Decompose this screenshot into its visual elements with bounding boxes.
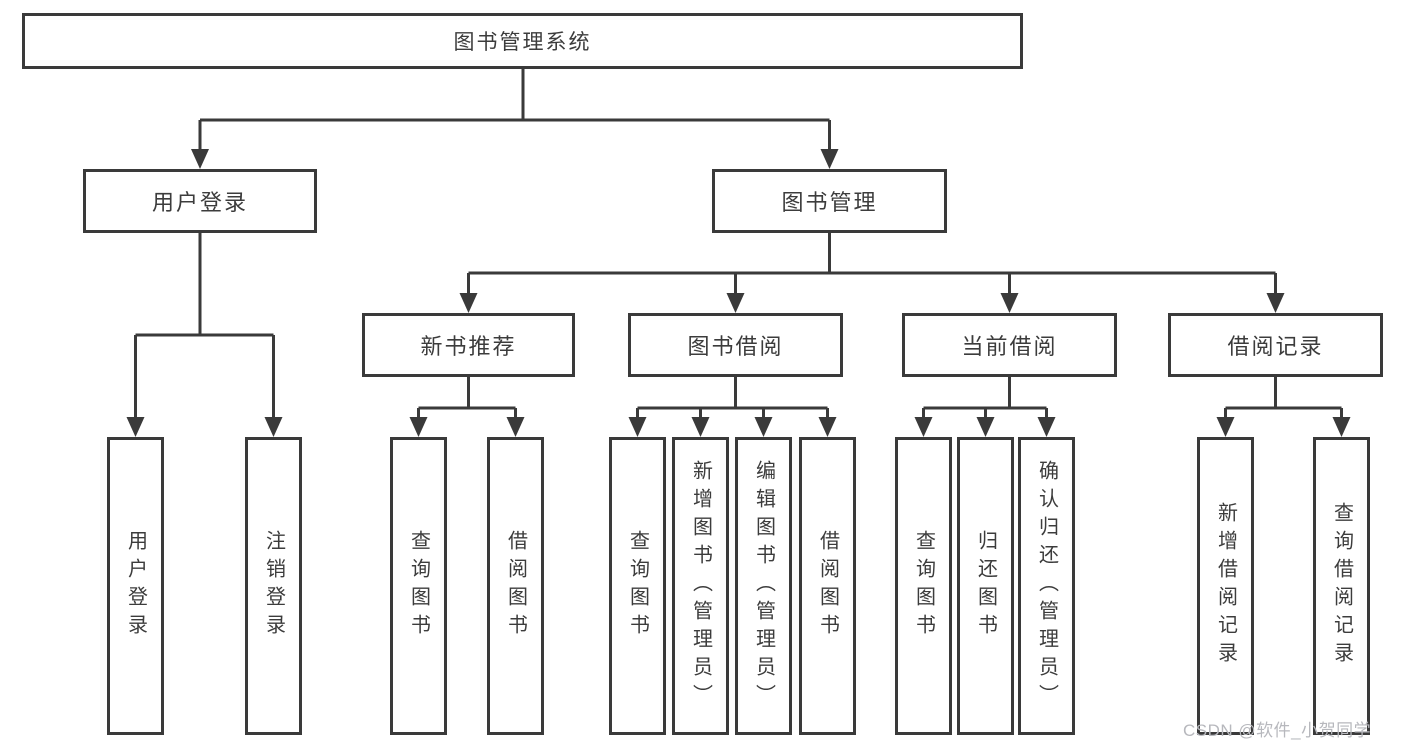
node-leaf-query-books-borrowing-label: 查询图书 [626, 530, 649, 642]
node-leaf-query-books-current-label: 查询图书 [912, 530, 935, 642]
node-leaf-query-books-borrowing: 查询图书 [609, 437, 666, 735]
node-leaf-return-books: 归还图书 [957, 437, 1014, 735]
node-borrowing-records-label: 借阅记录 [1227, 334, 1324, 359]
node-leaf-logout-label: 注销登录 [262, 530, 285, 642]
node-current-borrowing-label: 当前借阅 [961, 334, 1058, 359]
node-root: 图书管理系统 [22, 13, 1023, 69]
node-leaf-query-borrow-record: 查询借阅记录 [1313, 437, 1370, 735]
node-leaf-confirm-return-admin: 确认归还（管理员） [1018, 437, 1075, 735]
node-leaf-borrow-books-recommend: 借阅图书 [487, 437, 544, 735]
node-book-borrowing: 图书借阅 [628, 313, 843, 377]
node-leaf-add-books-admin-label: 新增图书（管理员） [689, 460, 712, 712]
node-leaf-logout: 注销登录 [245, 437, 302, 735]
node-borrowing-records: 借阅记录 [1168, 313, 1383, 377]
node-current-borrowing: 当前借阅 [902, 313, 1117, 377]
node-leaf-query-books-recommend: 查询图书 [390, 437, 447, 735]
node-leaf-add-books-admin: 新增图书（管理员） [672, 437, 729, 735]
node-user-login-branch: 用户登录 [83, 169, 317, 233]
node-user-login-branch-label: 用户登录 [151, 190, 248, 215]
csdn-watermark: CSDN @软件_小贺同学 [1183, 721, 1372, 740]
node-leaf-add-borrow-record-label: 新增借阅记录 [1214, 502, 1237, 670]
node-leaf-query-books-recommend-label: 查询图书 [407, 530, 430, 642]
node-new-book-recommend: 新书推荐 [362, 313, 575, 377]
node-leaf-return-books-label: 归还图书 [974, 530, 997, 642]
node-leaf-borrow-books: 借阅图书 [799, 437, 856, 735]
node-leaf-edit-books-admin-label: 编辑图书（管理员） [752, 460, 775, 712]
node-leaf-user-login-label: 用户登录 [124, 530, 147, 642]
node-leaf-user-login: 用户登录 [107, 437, 164, 735]
node-leaf-confirm-return-admin-label: 确认归还（管理员） [1035, 460, 1058, 712]
node-leaf-edit-books-admin: 编辑图书（管理员） [735, 437, 792, 735]
node-book-borrowing-label: 图书借阅 [687, 334, 784, 359]
node-leaf-add-borrow-record: 新增借阅记录 [1197, 437, 1254, 735]
node-new-book-recommend-label: 新书推荐 [420, 334, 517, 359]
node-leaf-query-borrow-record-label: 查询借阅记录 [1330, 502, 1353, 670]
node-book-management-branch-label: 图书管理 [781, 190, 878, 215]
node-book-management-branch: 图书管理 [712, 169, 947, 233]
node-root-label: 图书管理系统 [453, 31, 592, 54]
node-leaf-borrow-books-label: 借阅图书 [816, 530, 839, 642]
node-leaf-borrow-books-recommend-label: 借阅图书 [504, 530, 527, 642]
node-leaf-query-books-current: 查询图书 [895, 437, 952, 735]
